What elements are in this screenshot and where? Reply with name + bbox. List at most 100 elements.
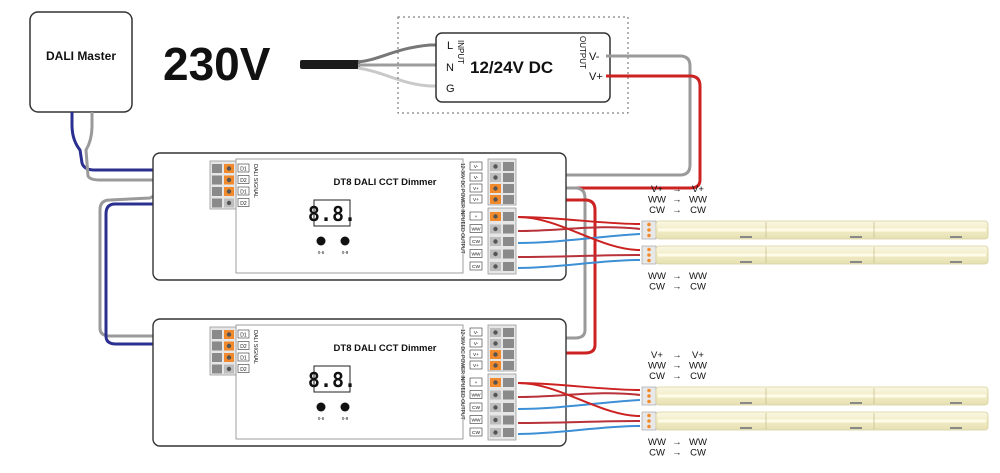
led-terminal-label: WW (471, 227, 481, 233)
power-terminal-label: V- (474, 330, 479, 336)
psu-input-label: INPUT (456, 40, 465, 64)
rotary-switch-tens[interactable] (316, 236, 326, 246)
led-strip (641, 245, 989, 265)
dali-bus-wire-d2 (84, 112, 215, 182)
mapping-from: CW (649, 448, 665, 459)
dali-terminal-label: D2 (240, 367, 247, 373)
mapping-arrow: → (672, 361, 682, 372)
dali-signal-label: DALI SIGNAL (252, 164, 258, 198)
mapping-to: CW (690, 448, 706, 459)
psu-terminal-g: G (446, 83, 455, 95)
power-input-label: 12-36V DC POWER INPUT (459, 329, 465, 390)
dali-terminal-label: D1 (240, 189, 247, 195)
mapping-arrow: → (672, 350, 682, 361)
knob-label-units: 0-9 (342, 416, 349, 421)
psu-terminal-n: N (446, 62, 454, 74)
led-terminal-label: + (475, 215, 478, 220)
mapping-from: V+ (651, 184, 663, 195)
mapping-to: V+ (692, 184, 704, 195)
power-terminal-label: V- (474, 175, 479, 181)
dali-signal-label: DALI SIGNAL (252, 330, 258, 364)
led-output-label: LED OUTPUT (459, 222, 465, 254)
power-terminal-label: V+ (473, 363, 479, 369)
dali-master: DALI Master (29, 11, 133, 113)
segment-display: 8.8. (308, 368, 356, 392)
mapping-to: CW (690, 205, 706, 216)
power-terminal-label: V+ (473, 352, 479, 358)
power-terminal-label: V+ (473, 186, 479, 192)
rotary-switch-units[interactable] (340, 402, 350, 412)
mapping-to: WW (689, 361, 707, 372)
dimmer-title: DT8 DALI CCT Dimmer (334, 343, 437, 354)
power-input-label: 12-36V DC POWER INPUT (459, 163, 465, 224)
mapping-from: WW (648, 271, 666, 282)
dali-master-label: DALI Master (46, 49, 116, 63)
knob-label-tens: 0-6 (318, 416, 325, 421)
dimmer-title: DT8 DALI CCT Dimmer (334, 177, 437, 188)
dali-terminal-label: D1 (240, 355, 247, 361)
led-terminal-label: + (475, 381, 478, 386)
mapping-arrow: → (672, 184, 682, 195)
mapping-to: WW (689, 437, 707, 448)
mapping-from: CW (649, 205, 665, 216)
mapping-from: WW (648, 195, 666, 206)
mapping-from: CW (649, 371, 665, 382)
led-strip (641, 411, 989, 431)
mapping-arrow: → (672, 205, 682, 216)
led-terminal-label: CW (472, 264, 480, 270)
led-wires-bottom (517, 382, 641, 435)
mapping-to: CW (690, 282, 706, 293)
mapping-from: WW (648, 437, 666, 448)
psu-terminal-vpos: V+ (589, 71, 603, 83)
mapping-to: V+ (692, 350, 704, 361)
dali-terminal-label: D1 (240, 166, 247, 172)
power-supply: L N G INPUT 12/24V DC OUTPUT V- V+ (397, 16, 629, 114)
dali-loop-wire-d1 (104, 202, 215, 346)
mapping-from: CW (649, 282, 665, 293)
knob-label-units: 0-9 (342, 250, 349, 255)
dali-terminal-label: D1 (240, 332, 247, 338)
led-strip (641, 386, 989, 406)
led-output-label: LED OUTPUT (459, 388, 465, 420)
dali-terminal-label: D2 (240, 201, 247, 207)
psu-negative-wire (525, 54, 692, 177)
power-terminal-label: V+ (473, 197, 479, 203)
led-terminal-label: CW (472, 239, 480, 245)
mains-voltage-label: 230V (163, 38, 271, 90)
mapping-arrow: → (672, 282, 682, 293)
strip-mappings: V+→V+WW→WWCW→CWWW→WWCW→CWV+→V+WW→WWCW→CW… (648, 184, 707, 459)
mapping-arrow: → (672, 371, 682, 382)
led-terminal-label: WW (471, 252, 481, 258)
mapping-to: CW (690, 371, 706, 382)
power-terminal-label: V- (474, 164, 479, 170)
led-wires-top (517, 216, 641, 269)
psu-title: 12/24V DC (470, 58, 553, 77)
mapping-from: V+ (651, 350, 663, 361)
psu-terminal-vneg: V- (589, 51, 600, 63)
rotary-switch-units[interactable] (340, 236, 350, 246)
mapping-from: WW (648, 361, 666, 372)
power-terminal-label: V- (474, 341, 479, 347)
led-strip (641, 220, 989, 240)
psu-positive-wire (520, 74, 702, 190)
segment-display: 8.8. (308, 202, 356, 226)
led-terminal-label: CW (472, 430, 480, 436)
led-terminal-label: CW (472, 405, 480, 411)
rotary-switch-tens[interactable] (316, 402, 326, 412)
mapping-to: WW (689, 195, 707, 206)
mapping-arrow: → (672, 271, 682, 282)
led-terminal-label: WW (471, 393, 481, 399)
led-terminal-label: WW (471, 418, 481, 424)
power-loop-positive (520, 198, 597, 355)
dali-terminal-label: D2 (240, 178, 247, 184)
psu-output-label: OUTPUT (578, 36, 587, 69)
led-strips (641, 220, 989, 431)
psu-terminal-l: L (447, 40, 453, 52)
mapping-arrow: → (672, 195, 682, 206)
mapping-arrow: → (672, 448, 682, 459)
dali-terminal-label: D2 (240, 344, 247, 350)
mapping-to: WW (689, 271, 707, 282)
